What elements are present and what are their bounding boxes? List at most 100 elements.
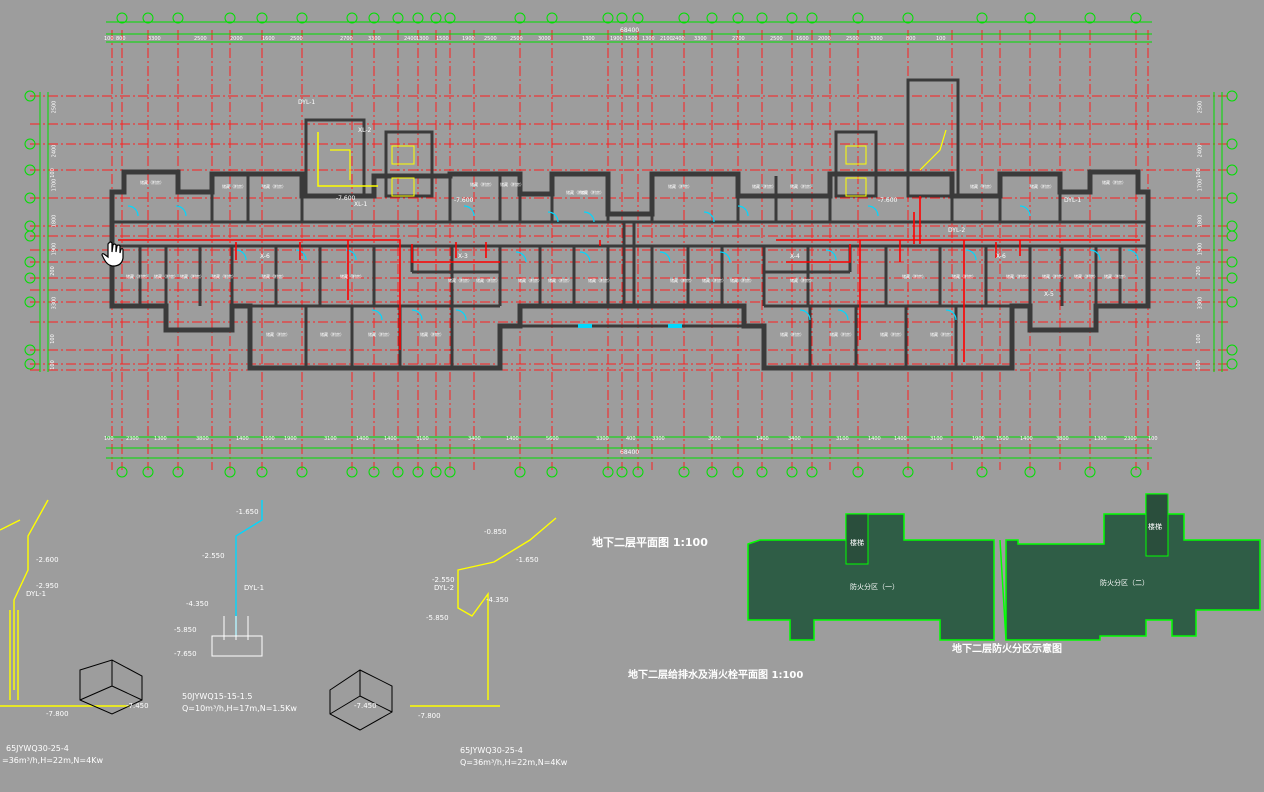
riser-label: X-6	[996, 253, 1006, 260]
door-swing	[1019, 205, 1031, 217]
axis-bubble	[756, 12, 768, 24]
room-label: 储藏（附房）	[902, 273, 926, 279]
left-dim-text: 1900	[51, 242, 58, 256]
top-dim-text: 3300	[870, 36, 883, 42]
axis-bubble	[116, 12, 128, 24]
bottom-dim-text: 3400	[788, 436, 801, 442]
room-label: 储藏（附房）	[222, 183, 246, 189]
door-swing	[659, 251, 671, 263]
room-label: 储藏（附房）	[180, 273, 204, 279]
bottom-dim-text: 400	[626, 436, 636, 442]
left-dim-text: 2400	[51, 144, 58, 158]
room-label: 储藏（附房）	[790, 183, 814, 189]
door-swing	[799, 309, 811, 321]
sys3-elev-3: -2.550	[432, 576, 455, 584]
door-swing	[463, 205, 475, 217]
bottom-dim-text: 3300	[652, 436, 665, 442]
axis-bubble	[444, 12, 456, 24]
axis-bubble	[806, 12, 818, 24]
door-swing	[295, 249, 307, 261]
sys3-elev-2: -1.650	[516, 556, 539, 564]
axis-bubble	[616, 12, 628, 24]
axis-bubble	[1226, 138, 1238, 150]
sys2-elev-3: -4.350	[186, 600, 209, 608]
room-label: 储藏（附房）	[262, 273, 286, 279]
bottom-dim-text: 100	[1148, 436, 1158, 442]
drainage-plan-title: 地下二层给排水及消火栓平面图 1:100	[628, 670, 804, 681]
axis-bubble	[430, 466, 442, 478]
axis-bubble	[902, 466, 914, 478]
axis-bubble	[1130, 466, 1142, 478]
sys2-pump: 50JYWQ15-15-1.5	[182, 692, 253, 701]
right-dim-text: 100	[1195, 360, 1202, 370]
axis-bubble	[678, 12, 690, 24]
door-swing	[515, 251, 527, 263]
door-swing	[371, 309, 383, 321]
building-walls	[109, 78, 1151, 371]
sys1-elev-4: -7.450	[126, 702, 149, 710]
fire-zone-diagram	[747, 493, 1261, 641]
riser-label: X-6	[260, 253, 270, 260]
right-dim-text: 100	[1195, 334, 1202, 344]
axis-bubble	[142, 12, 154, 24]
door-swing	[703, 211, 715, 223]
axis-bubble	[172, 12, 184, 24]
bottom-dim-text: 3800	[1056, 436, 1069, 442]
door-swing	[547, 211, 559, 223]
room-label: 储藏（附房）	[448, 277, 472, 283]
hand-cursor-icon	[101, 241, 124, 267]
sys1-elev-2: -2.950	[36, 582, 59, 590]
sys3-spec: Q=36m³/h,H=22m,N=4Kw	[460, 758, 568, 767]
axis-bubble	[24, 256, 36, 268]
top-dim-text: 3300	[148, 36, 161, 42]
axis-bubble	[368, 466, 380, 478]
room-label: 储藏（附房）	[780, 331, 804, 337]
door-swing	[579, 251, 591, 263]
bottom-total-dim: 68400	[620, 449, 640, 456]
elevation-label: -7.600	[878, 197, 898, 204]
bottom-dim-text: 5600	[546, 436, 559, 442]
room-label: 储藏（附房）	[702, 277, 726, 283]
axis-bubble	[902, 12, 914, 24]
axis-bubble	[1024, 466, 1036, 478]
axis-bubble	[392, 12, 404, 24]
bottom-dim-text: 1400	[756, 436, 769, 442]
axis-bubble	[976, 12, 988, 24]
bottom-dim-text: 3100	[416, 436, 429, 442]
pipes-red	[118, 196, 1140, 362]
top-dim-text: 1600	[262, 36, 275, 42]
sys3-elev-7: -7.800	[418, 712, 441, 720]
bottom-dim-text: 1900	[284, 436, 297, 442]
sys2-elev-4: -5.850	[174, 626, 197, 634]
sys3-pump: 65JYWQ30-25-4	[460, 746, 523, 755]
axis-bubble	[346, 12, 358, 24]
axis-bubble	[1226, 90, 1238, 102]
dimension-lines	[39, 21, 1223, 459]
top-dim-text: 2500	[290, 36, 303, 42]
axis-bubble	[24, 358, 36, 370]
bottom-dim-text: 1400	[384, 436, 397, 442]
axis-bubble	[806, 466, 818, 478]
top-dim-text: 2500	[510, 36, 523, 42]
room-label: 储藏（附房）	[952, 273, 976, 279]
right-dim-text: 2500	[1197, 100, 1204, 114]
axis-bubble	[1024, 12, 1036, 24]
room-labels: 储藏（附房） 储藏（附房） 储藏（附房） 储藏（附房） 储藏（附房） 储藏（附房） 储藏（附…	[126, 99, 1128, 337]
bottom-dim-text: 1500	[262, 436, 275, 442]
axis-bubble	[24, 230, 36, 242]
bottom-dim-text: 3100	[324, 436, 337, 442]
door-swing	[175, 205, 187, 217]
room-label: 储藏（附房）	[588, 277, 612, 283]
top-dim-text: 1300	[642, 36, 655, 42]
axis-bubble	[756, 466, 768, 478]
door-swing	[945, 309, 957, 321]
riser-label: X-4	[790, 253, 800, 260]
axis-bubble	[1130, 12, 1142, 24]
sys1-elev-3: -7.800	[46, 710, 69, 718]
bottom-dim-text: 2300	[1124, 436, 1137, 442]
bottom-dim-text: 1400	[356, 436, 369, 442]
room-label: 储藏（附房）	[1102, 179, 1126, 185]
room-label: 储藏（附房）	[930, 331, 954, 337]
